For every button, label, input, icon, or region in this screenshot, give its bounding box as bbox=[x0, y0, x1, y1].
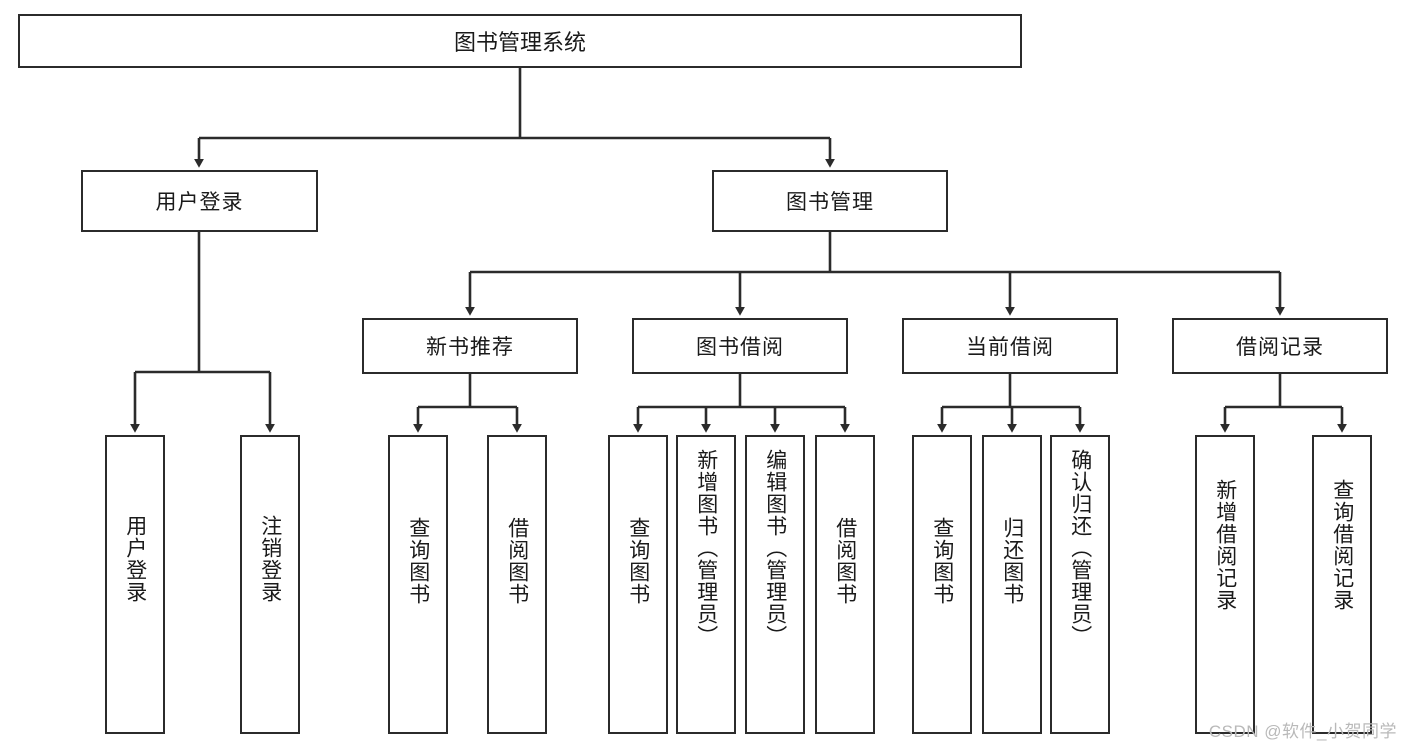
node-user-login[interactable]: 用户登录 bbox=[81, 170, 318, 232]
leaf-label: 查询借阅记录 bbox=[1330, 479, 1354, 611]
leaf-label: 查询图书 bbox=[626, 517, 650, 605]
leaf-borrow-book-recommend[interactable]: 借阅图书 bbox=[487, 435, 547, 734]
csdn-watermark: CSDN @软件_小贺同学 bbox=[1208, 722, 1397, 741]
leaf-edit-book-admin[interactable]: 编辑图书（管理员） bbox=[745, 435, 805, 734]
leaf-label: 查询图书 bbox=[406, 517, 430, 605]
leaf-label: 查询图书 bbox=[930, 517, 954, 605]
leaf-confirm-return-admin[interactable]: 确认归还（管理员） bbox=[1050, 435, 1110, 734]
node-borrow-record[interactable]: 借阅记录 bbox=[1172, 318, 1388, 374]
leaf-logout[interactable]: 注销登录 bbox=[240, 435, 300, 734]
node-book-management[interactable]: 图书管理 bbox=[712, 170, 948, 232]
node-root[interactable]: 图书管理系统 bbox=[18, 14, 1022, 68]
leaf-return-book[interactable]: 归还图书 bbox=[982, 435, 1042, 734]
leaf-query-borrow-record[interactable]: 查询借阅记录 bbox=[1312, 435, 1372, 734]
leaf-query-book-current[interactable]: 查询图书 bbox=[912, 435, 972, 734]
leaf-label: 新增借阅记录 bbox=[1213, 479, 1237, 611]
leaf-label: 借阅图书 bbox=[505, 517, 529, 605]
leaf-label: 新增图书（管理员） bbox=[694, 449, 718, 647]
node-new-book-recommend[interactable]: 新书推荐 bbox=[362, 318, 578, 374]
leaf-query-book-borrow[interactable]: 查询图书 bbox=[608, 435, 668, 734]
leaf-label: 归还图书 bbox=[1000, 517, 1024, 605]
leaf-label: 用户登录 bbox=[123, 515, 147, 603]
leaf-query-book-recommend[interactable]: 查询图书 bbox=[388, 435, 448, 734]
leaf-label: 编辑图书（管理员） bbox=[763, 449, 787, 647]
node-current-borrow[interactable]: 当前借阅 bbox=[902, 318, 1118, 374]
leaf-label: 确认归还（管理员） bbox=[1068, 449, 1092, 647]
leaf-add-book-admin[interactable]: 新增图书（管理员） bbox=[676, 435, 736, 734]
leaf-add-borrow-record[interactable]: 新增借阅记录 bbox=[1195, 435, 1255, 734]
leaf-label: 注销登录 bbox=[258, 515, 282, 603]
leaf-borrow-book[interactable]: 借阅图书 bbox=[815, 435, 875, 734]
node-book-borrow[interactable]: 图书借阅 bbox=[632, 318, 848, 374]
leaf-label: 借阅图书 bbox=[833, 517, 857, 605]
leaf-user-login[interactable]: 用户登录 bbox=[105, 435, 165, 734]
